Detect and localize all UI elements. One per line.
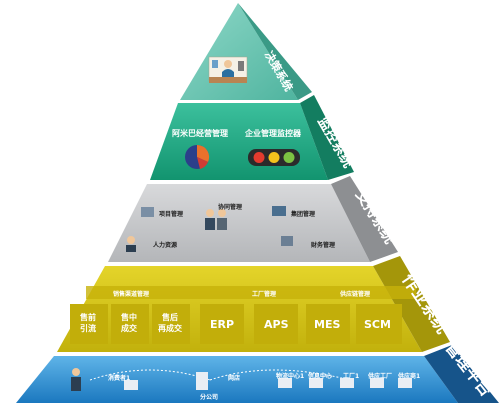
ops-header-supply: 供应链管理 [340,291,371,298]
ops-item-erp: ERP [210,318,235,331]
collab-item-finance: 财务管理 [311,242,336,249]
platform-network [71,368,412,391]
platform-node: 物流中心1 [276,373,305,380]
ops-box [200,304,244,344]
platform-node: 消费者1 [108,375,131,382]
monitor-layer-side [300,95,354,180]
pie-chart-icon [185,144,210,169]
monitor-left-label: 阿米巴经营管理 [172,129,228,138]
ops-layer-side [373,256,450,352]
platform-layer-front [16,356,458,403]
traffic-light-icon [248,149,300,166]
ops-header-sales: 销售渠道管理 [113,291,150,298]
ops-item-scm: SCM [364,318,391,331]
monitor-layer-front [150,103,328,180]
collab-layer-side [331,176,398,262]
collab-item-hr: 人力资源 [153,242,178,249]
platform-node: 信息中心 [308,373,333,380]
ops-box [152,304,190,344]
platform-layer-side [424,345,499,403]
collab-layer-front [108,184,370,262]
ops-item-aftersale: 售后 再成交 [158,313,182,333]
ops-item-aps: APS [264,318,289,331]
ops-box [111,304,149,344]
ops-box [254,304,298,344]
ops-box [306,304,350,344]
platform-node: 网店 [228,375,241,382]
ops-item-presale: 售前 引流 [80,313,96,333]
collab-item-cowork: 协同管理 [218,204,243,211]
platform-node: 供应工厂 [368,373,393,380]
decision-layer-side [238,3,312,100]
ops-item-mes: MES [314,318,341,331]
platform-node: 工厂1 [343,373,360,380]
collab-icons [126,206,293,252]
platform-node: 供应商1 [398,373,421,380]
manager-illustration [208,56,248,83]
ops-item-insale: 售中 成交 [121,313,137,333]
ops-box [70,304,108,344]
ops-header-factory: 工厂管理 [252,291,277,298]
platform-node: 分公司 [200,394,219,401]
ops-box [356,304,402,344]
collab-item-group: 集团管理 [291,211,316,218]
collab-item-project: 项目管理 [159,211,184,218]
ops-header-band [86,286,416,299]
monitor-right-label: 企业管理监控器 [245,129,301,138]
